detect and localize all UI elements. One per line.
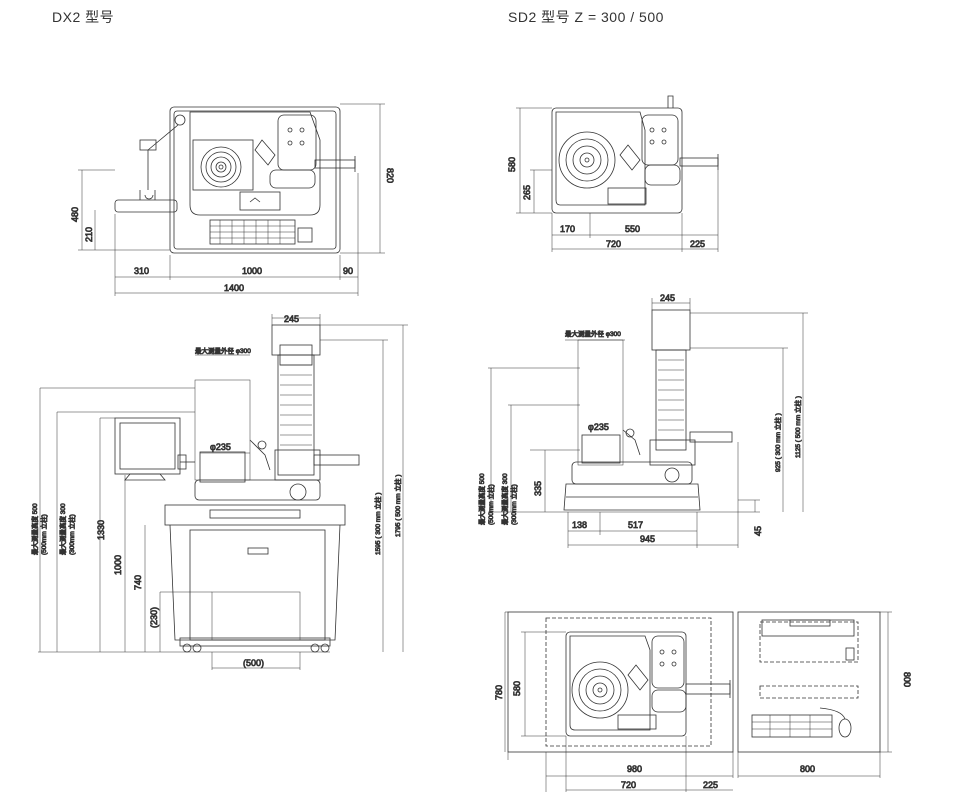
dx2-top-dim-1000: 1000 bbox=[242, 266, 262, 276]
sd2-front-max-height-500: 最大测量高度 500 bbox=[477, 473, 486, 525]
dx2-front-max-height-300: 最大测量高度 300 bbox=[58, 503, 67, 555]
sd2-floor-dim-980: 980 bbox=[627, 764, 642, 774]
sd2-top-dim-265: 265 bbox=[522, 185, 532, 200]
sd2-floor-plan bbox=[504, 611, 892, 792]
sd2-front-max-diameter: 最大测量外径 φ300 bbox=[565, 329, 621, 338]
sd2-floor-dim-800-vertical: 800 bbox=[902, 672, 912, 687]
sd2-title: SD2 型号 Z = 300 / 500 bbox=[508, 9, 664, 25]
dx2-top-dim-1400: 1400 bbox=[224, 283, 244, 293]
sd2-top-dim-720: 720 bbox=[606, 239, 621, 249]
sd2-front-dim-235: φ235 bbox=[588, 422, 609, 432]
sd2-front-max-height-300: 最大测量高度 300 bbox=[500, 473, 509, 525]
sd2-floor-dim-800: 800 bbox=[800, 764, 815, 774]
sd2-top-dim-225: 225 bbox=[690, 239, 705, 249]
sd2-front-view bbox=[488, 298, 808, 548]
sd2-front-dim-335: 335 bbox=[533, 481, 543, 496]
dx2-top-dim-210: 210 bbox=[84, 227, 94, 242]
sd2-front-column-500: (500mm 立柱) bbox=[486, 484, 495, 525]
dx2-front-height-1595: 1595 ( 300 mm 立柱 ) bbox=[373, 493, 382, 556]
dx2-top-view bbox=[78, 103, 385, 296]
sd2-front-dim-245: 245 bbox=[660, 293, 675, 303]
dx2-front-dim-230: (230) bbox=[149, 607, 159, 628]
dx2-front-dim-1000: 1000 bbox=[113, 555, 123, 575]
sd2-front-dim-945: 945 bbox=[640, 534, 655, 544]
sd2-front-height-925: 925 ( 300 mm 立柱 ) bbox=[773, 413, 782, 472]
sd2-top-dim-550: 550 bbox=[625, 224, 640, 234]
dx2-title: DX2 型号 bbox=[52, 9, 115, 25]
sd2-floor-dim-225: 225 bbox=[703, 780, 718, 790]
dx2-front-column-300: (300mm 立柱) bbox=[67, 514, 76, 555]
dx2-front-dim-245: 245 bbox=[284, 314, 299, 324]
dx2-front-dim-740: 740 bbox=[133, 575, 143, 590]
dx2-front-column-500: (500mm 立柱) bbox=[39, 514, 48, 555]
dx2-top-dim-90: 90 bbox=[343, 266, 353, 276]
dx2-top-dim-310: 310 bbox=[134, 266, 149, 276]
dx2-top-dim-480: 480 bbox=[70, 207, 80, 222]
sd2-floor-dim-580: 580 bbox=[512, 681, 522, 696]
dx2-front-max-diameter: 最大测量外径 φ300 bbox=[195, 346, 251, 355]
dx2-front-height-1795: 1795 ( 500 mm 立柱 ) bbox=[393, 475, 402, 538]
sd2-front-column-300: (300mm 立柱) bbox=[509, 484, 518, 525]
dx2-front-view bbox=[38, 314, 408, 670]
sd2-top-view bbox=[516, 95, 719, 252]
sd2-floor-dim-720: 720 bbox=[621, 780, 636, 790]
dx2-front-max-height-500: 最大测量高度 500 bbox=[30, 503, 39, 555]
dx2-front-dim-500: (500) bbox=[243, 658, 264, 668]
sd2-front-dim-517: 517 bbox=[628, 520, 643, 530]
sd2-top-dim-580: 580 bbox=[507, 157, 517, 172]
sd2-front-dim-138: 138 bbox=[572, 520, 587, 530]
dx2-top-dim-820: 820 bbox=[385, 168, 395, 183]
sd2-front-height-1125: 1125 ( 500 mm 立柱 ) bbox=[793, 396, 802, 458]
sd2-front-dim-45: 45 bbox=[753, 526, 763, 536]
dx2-front-dim-1330: 1330 bbox=[96, 520, 106, 540]
sd2-top-dim-170: 170 bbox=[560, 224, 575, 234]
sd2-floor-dim-780: 780 bbox=[494, 685, 504, 700]
dx2-front-dim-235: φ235 bbox=[210, 442, 231, 452]
